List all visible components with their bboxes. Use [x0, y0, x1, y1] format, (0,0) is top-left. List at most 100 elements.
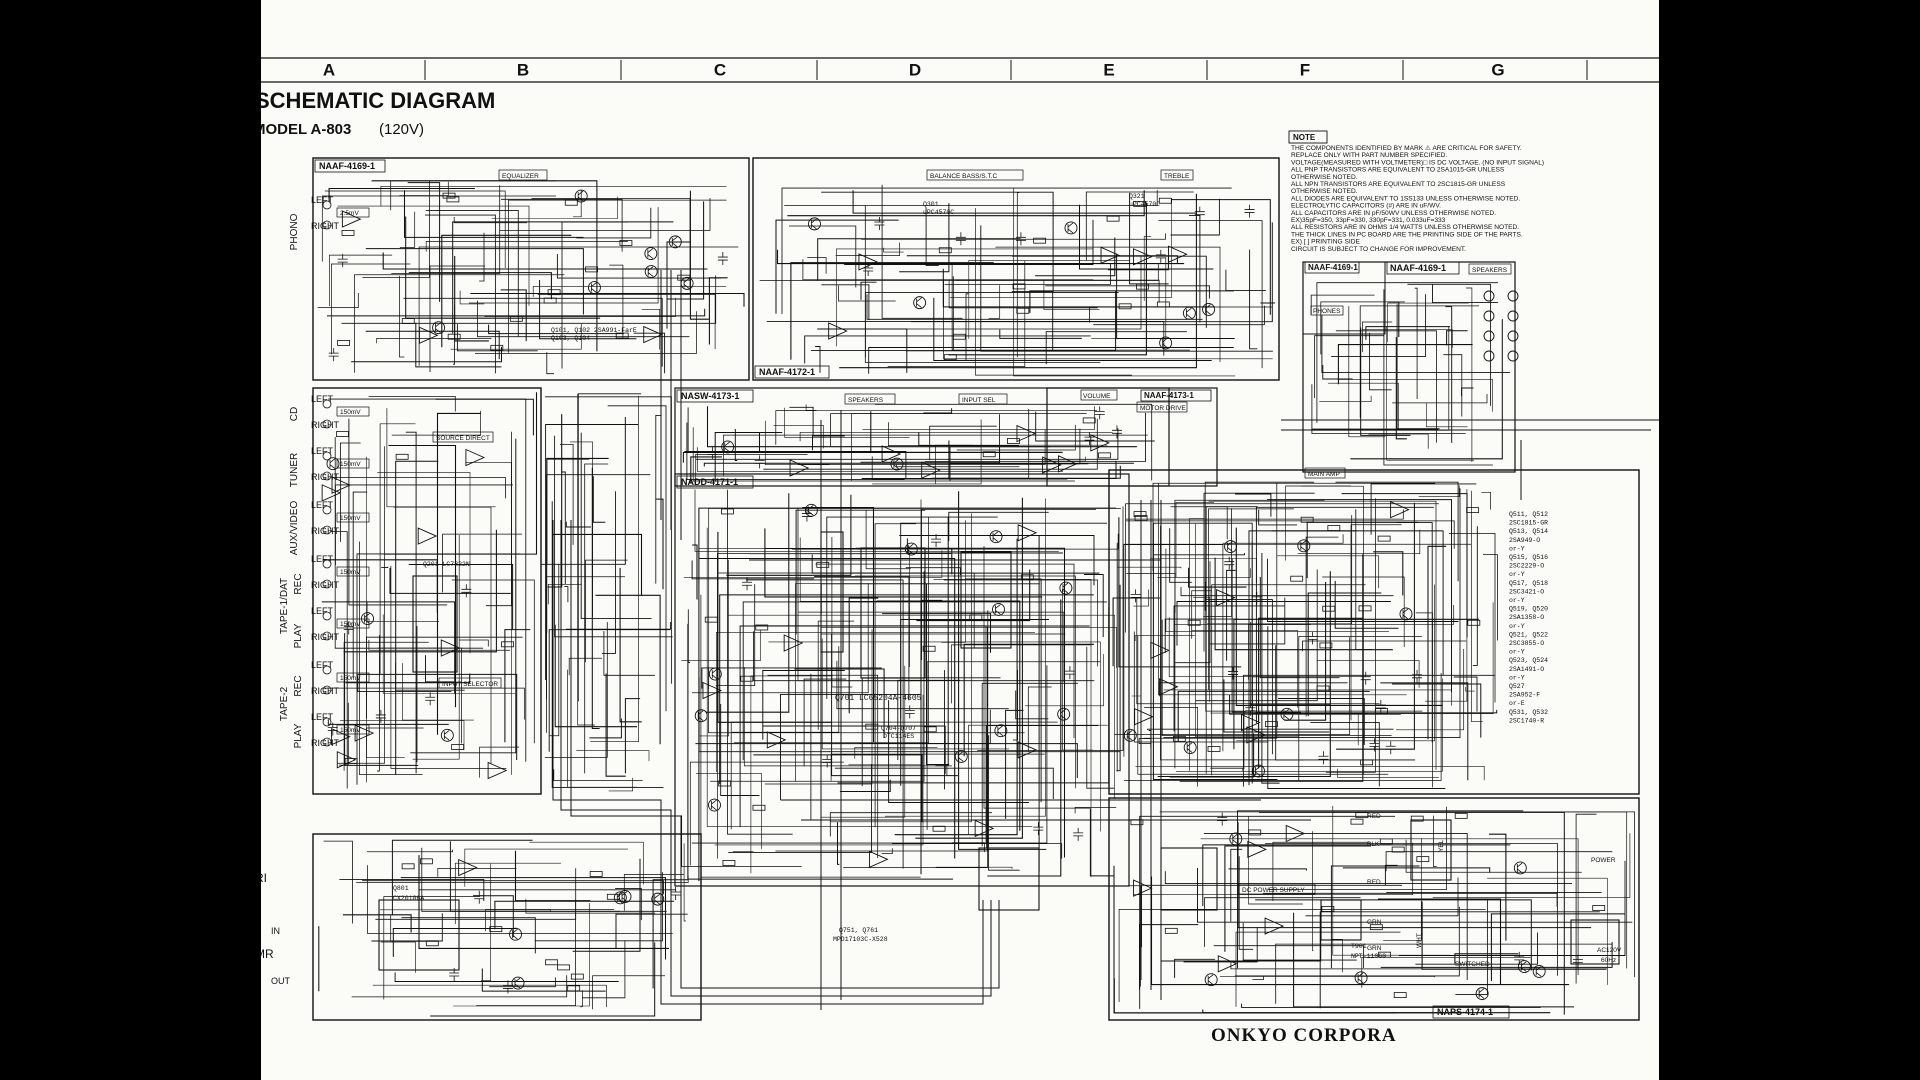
manufacturer-name: ONKYO CORPORA — [1211, 1025, 1397, 1046]
jack-circle — [322, 717, 332, 727]
note-line: OTHERWISE NOTED. — [1291, 174, 1358, 181]
jack-circle — [322, 419, 332, 429]
transistor — [1183, 741, 1197, 754]
note-line: VOLTAGE(MEASURED WITH VOLTMETER)□ IS DC … — [1291, 159, 1544, 166]
transistor-entry: or-Y — [1509, 597, 1525, 604]
resistor — [1134, 515, 1148, 521]
ic-body — [960, 551, 1012, 649]
op-amp — [417, 527, 438, 545]
resistor — [401, 863, 415, 870]
transistor — [326, 457, 340, 471]
resistor — [1360, 759, 1373, 766]
input-labels: PHONO CD TUNER AUX/VIDEO TAPE-1/DAT TAPE… — [279, 195, 370, 748]
label-input-selector: INPUT SELECTOR — [442, 681, 498, 688]
jack-right-label: RIGHT — [311, 420, 340, 430]
capacitor — [1064, 666, 1075, 680]
jack-level: 150mV — [340, 675, 361, 682]
op-amp — [341, 210, 362, 228]
resistor — [1416, 856, 1430, 863]
transistor — [680, 276, 694, 290]
remote-mr: MR — [261, 947, 274, 961]
capacitor — [874, 217, 885, 231]
op-amp — [331, 476, 352, 494]
speaker-terminal — [1483, 310, 1495, 322]
label-treble: TREBLE — [1164, 173, 1190, 180]
op-amp — [643, 325, 663, 344]
capacitor — [1033, 822, 1044, 836]
resistor — [420, 858, 433, 865]
capacitor — [375, 709, 386, 723]
ic-q301-part: uPC4570C — [923, 209, 954, 216]
transistor — [509, 927, 522, 941]
speaker-terminal — [1483, 350, 1495, 362]
speaker-sw-frame — [674, 387, 1170, 487]
resistor — [1118, 303, 1132, 310]
op-amp — [1246, 726, 1266, 744]
op-amp — [1168, 245, 1188, 263]
jack-circle — [322, 451, 332, 461]
jack-level: 150mV — [340, 569, 361, 576]
jack-level: 150mV — [340, 409, 361, 416]
op-amp — [868, 850, 889, 868]
notes-heading: NOTE — [1293, 133, 1316, 142]
note-line: THE COMPONENTS IDENTIFIED BY MARK ⚠ ARE … — [1291, 145, 1522, 152]
op-amp — [1134, 708, 1154, 726]
capacitor — [328, 348, 339, 362]
resistor — [564, 199, 578, 206]
capacitor — [327, 722, 338, 736]
input-tape2-rec: REC — [293, 675, 304, 696]
transistor — [1202, 303, 1216, 316]
board-motor-drive: NAAF-4173-1 — [1144, 391, 1194, 400]
capacitor — [707, 446, 718, 460]
resistor — [447, 333, 461, 340]
grid-column-g: G — [1491, 60, 1504, 79]
transistor — [992, 602, 1005, 616]
capacitor — [449, 967, 460, 981]
jack-circle — [322, 200, 332, 210]
jack-left-label: LEFT — [311, 712, 334, 722]
resistor — [543, 297, 557, 304]
op-amp — [1150, 641, 1170, 660]
transistor-entry: 2SC1740-R — [1509, 717, 1544, 724]
ic-body — [378, 899, 460, 971]
resistor — [1033, 237, 1047, 244]
ic-q707: Q704-Q707 — [881, 725, 916, 732]
resistor — [1164, 927, 1178, 934]
transistor — [1513, 861, 1527, 875]
op-amp — [1247, 840, 1267, 859]
capacitor — [1360, 671, 1371, 685]
ic-q801-part: CX20106A — [393, 895, 424, 902]
resistor — [489, 926, 503, 933]
capacitor — [1375, 700, 1386, 714]
speaker-terminal — [1507, 330, 1519, 342]
label-tone: BALANCE BASS/S.T.C — [930, 173, 997, 180]
transistor — [613, 891, 627, 905]
label-speakers: SPEAKERS — [848, 397, 884, 404]
op-amp — [783, 634, 804, 652]
capacitor — [1094, 406, 1105, 420]
jack-right-label: RIGHT — [311, 632, 340, 642]
resistor — [952, 333, 966, 340]
resistor — [615, 332, 629, 339]
resistor — [442, 192, 456, 199]
capacitor — [1015, 232, 1026, 246]
transistor — [1064, 221, 1078, 235]
op-amp — [331, 728, 351, 746]
label-source-direct: SOURCE DIRECT — [436, 435, 490, 442]
transistor — [1057, 707, 1071, 721]
transistor — [994, 724, 1008, 738]
board-equalizer: NAAF-4169-1 — [319, 161, 375, 171]
note-line: ALL PNP TRANSISTORS ARE EQUIVALENT TO 2S… — [1291, 167, 1505, 174]
transistor-entry: Q521, Q522 — [1509, 631, 1548, 638]
transistor-entry: or-Y — [1509, 649, 1525, 656]
jack-circle — [322, 579, 332, 589]
ic-q707-part: DTC114ES — [883, 733, 914, 740]
transistor — [644, 265, 658, 279]
transistor — [440, 728, 454, 742]
board-labels: NAAF-4169-1 NAAF-4172-1 NASW-4173-1 NADD… — [314, 159, 1510, 1019]
transistor-entry: or-Y — [1509, 623, 1525, 630]
jack-right-label: RIGHT — [311, 580, 340, 590]
transistor — [954, 749, 968, 763]
transistor — [432, 321, 446, 335]
note-line: ALL NPN TRANSISTORS ARE EQUIVALENT TO 2S… — [1291, 181, 1506, 188]
